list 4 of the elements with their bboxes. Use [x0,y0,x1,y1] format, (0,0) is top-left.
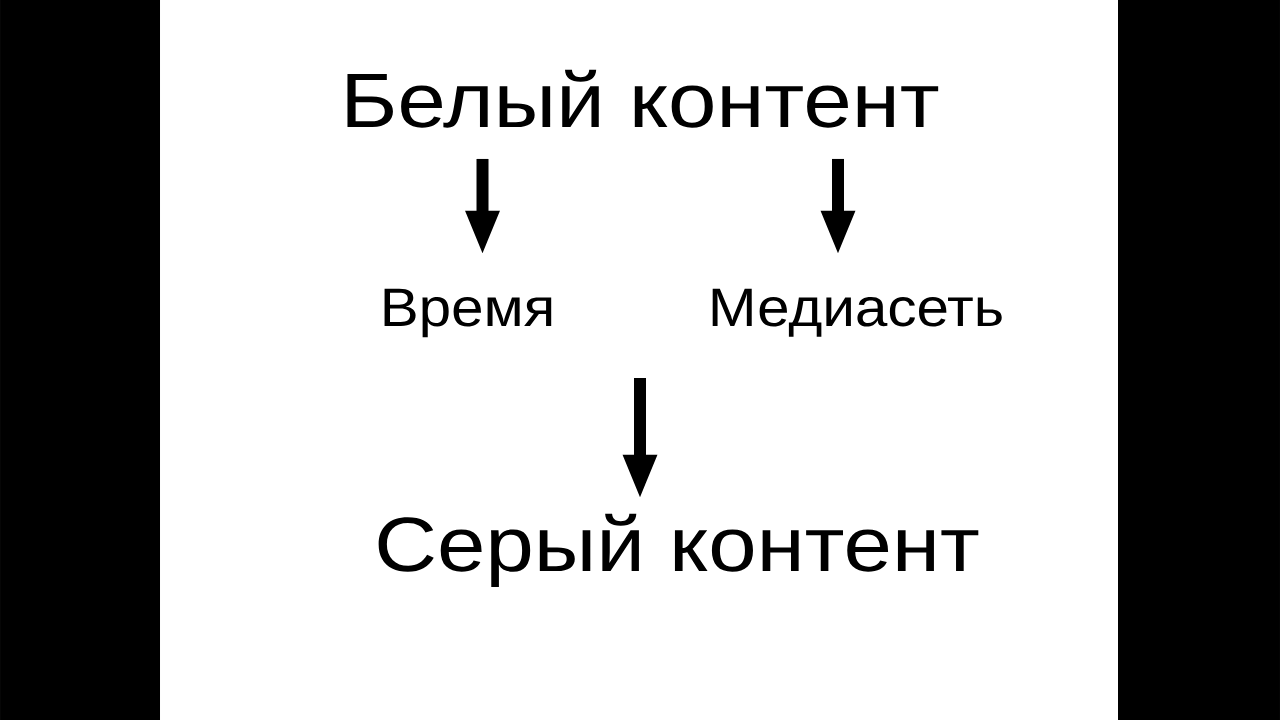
heading: Белый контент [347,69,939,128]
heading: Серый контент [378,513,979,587]
label: Время [384,288,552,338]
label: Медиасеть [712,288,1002,337]
